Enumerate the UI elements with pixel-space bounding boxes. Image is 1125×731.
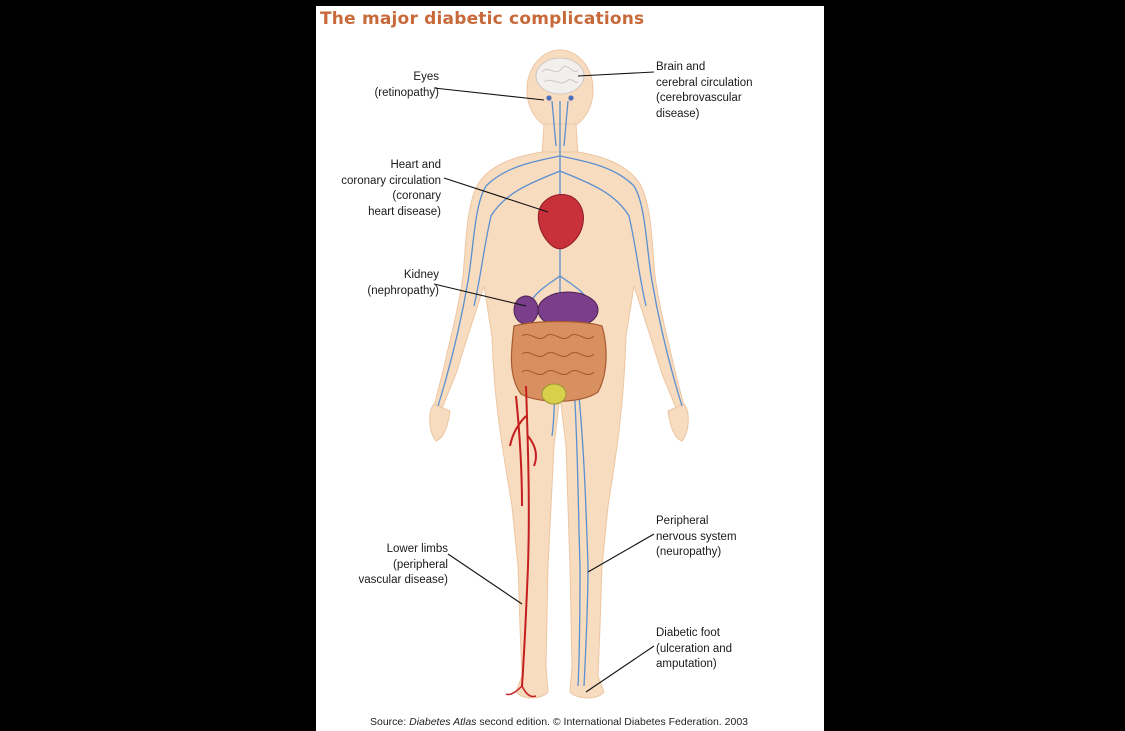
heart-label-line: (coronary	[341, 189, 441, 205]
diabetic-foot-label: Diabetic foot (ulceration and amputation…	[656, 626, 732, 673]
heart-label-line: coronary circulation	[341, 174, 441, 190]
peripheral-nervous-pointer-line	[588, 534, 654, 572]
lower-limbs-label-line: Lower limbs	[359, 542, 448, 558]
kidney-label-line: Kidney	[367, 268, 439, 284]
heart-label: Heart and coronary circulation (coronary…	[341, 158, 441, 220]
kidney-label: Kidney (nephropathy)	[367, 268, 439, 299]
lower-limbs-label-line: vascular disease)	[359, 573, 448, 589]
diagram-slide: The major diabetic complications	[316, 6, 824, 731]
kidney-label-line: (nephropathy)	[367, 284, 439, 300]
heart-pointer-line	[444, 178, 548, 212]
source-prefix: Source:	[370, 716, 409, 728]
source-suffix: second edition. © International Diabetes…	[476, 716, 748, 728]
brain-pointer-line	[578, 72, 654, 76]
brain-label: Brain and cerebral circulation (cerebrov…	[656, 60, 753, 122]
source-citation: Source: Diabetes Atlas second edition. ©…	[370, 716, 748, 728]
diabetic-foot-pointer-line	[586, 646, 654, 692]
heart-label-line: heart disease)	[341, 205, 441, 221]
lower-limbs-pointer-line	[448, 554, 522, 604]
peripheral-nervous-label: Peripheral nervous system (neuropathy)	[656, 514, 737, 561]
diabetic-foot-label-line: Diabetic foot	[656, 626, 732, 642]
brain-label-line: Brain and	[656, 60, 753, 76]
source-title: Diabetes Atlas	[409, 716, 476, 728]
heart-label-line: Heart and	[341, 158, 441, 174]
brain-label-line: (cerebrovascular	[656, 91, 753, 107]
eyes-label-line: (retinopathy)	[374, 86, 439, 102]
brain-label-line: cerebral circulation	[656, 76, 753, 92]
lower-limbs-label: Lower limbs (peripheral vascular disease…	[359, 542, 448, 589]
peripheral-nervous-label-line: Peripheral	[656, 514, 737, 530]
diabetic-foot-label-line: amputation)	[656, 657, 732, 673]
eyes-label-line: Eyes	[374, 70, 439, 86]
peripheral-nervous-label-line: nervous system	[656, 530, 737, 546]
brain-label-line: disease)	[656, 107, 753, 123]
eyes-label: Eyes (retinopathy)	[374, 70, 439, 101]
diabetic-foot-label-line: (ulceration and	[656, 642, 732, 658]
lower-limbs-label-line: (peripheral	[359, 558, 448, 574]
eyes-pointer-line	[434, 88, 544, 100]
peripheral-nervous-label-line: (neuropathy)	[656, 545, 737, 561]
kidney-pointer-line	[434, 284, 526, 306]
